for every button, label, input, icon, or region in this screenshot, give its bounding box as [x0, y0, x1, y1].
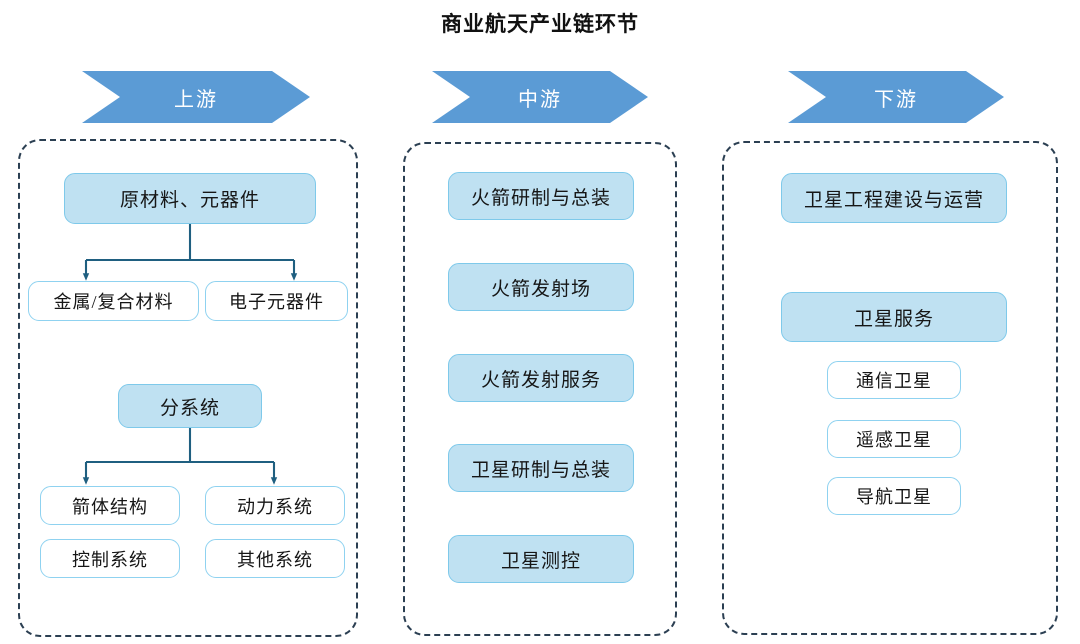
node-satellite-rd-assembly[interactable]: 卫星研制与总装 — [448, 444, 634, 492]
node-raw-materials[interactable]: 原材料、元器件 — [64, 173, 316, 224]
node-control-system-label: 控制系统 — [72, 549, 148, 570]
node-satellite-service[interactable]: 卫星服务 — [781, 292, 1007, 342]
stage-label-midstream: 中游 — [518, 88, 562, 111]
node-rocket-structure-label: 箭体结构 — [72, 496, 148, 517]
node-electronic-components[interactable]: 电子元器件 — [205, 281, 348, 321]
node-electronic-components-label: 电子元器件 — [229, 292, 324, 312]
node-rocket-rd-assembly-label: 火箭研制与总装 — [470, 187, 611, 209]
node-subsystem[interactable]: 分系统 — [118, 384, 262, 428]
node-navigation-satellite[interactable]: 导航卫星 — [827, 477, 961, 515]
node-metal-composite[interactable]: 金属/复合材料 — [28, 281, 199, 321]
node-launch-site-label: 火箭发射场 — [490, 278, 591, 300]
node-satellite-service-label: 卫星服务 — [853, 308, 934, 330]
node-rocket-rd-assembly[interactable]: 火箭研制与总装 — [448, 172, 634, 220]
node-remote-sensing-satellite[interactable]: 遥感卫星 — [827, 420, 961, 458]
group-box-upstream — [18, 139, 358, 637]
node-communication-satellite[interactable]: 通信卫星 — [827, 361, 961, 399]
stage-banner-midstream: 中游 — [432, 71, 648, 123]
node-satellite-tt-c[interactable]: 卫星测控 — [448, 535, 634, 583]
node-rocket-structure[interactable]: 箭体结构 — [40, 486, 180, 525]
node-launch-service[interactable]: 火箭发射服务 — [448, 354, 634, 402]
node-navigation-satellite-label: 导航卫星 — [856, 487, 932, 507]
node-subsystem-label: 分系统 — [159, 397, 220, 419]
node-satellite-rd-assembly-label: 卫星研制与总装 — [470, 459, 611, 481]
node-satellite-tt-c-label: 卫星测控 — [500, 550, 581, 572]
group-box-midstream — [403, 142, 677, 636]
node-remote-sensing-satellite-label: 遥感卫星 — [856, 430, 932, 450]
node-communication-satellite-label: 通信卫星 — [856, 371, 932, 391]
page-title: 商业航天产业链环节 — [441, 12, 639, 36]
node-satellite-engineering[interactable]: 卫星工程建设与运营 — [781, 173, 1007, 223]
stage-label-downstream: 下游 — [874, 88, 918, 111]
node-raw-materials-label: 原材料、元器件 — [119, 190, 260, 211]
node-satellite-engineering-label: 卫星工程建设与运营 — [803, 189, 984, 211]
node-propulsion-system-label: 动力系统 — [237, 496, 313, 517]
node-launch-service-label: 火箭发射服务 — [480, 369, 601, 391]
stage-label-upstream: 上游 — [174, 88, 218, 111]
node-other-system-label: 其他系统 — [237, 549, 313, 570]
node-launch-site[interactable]: 火箭发射场 — [448, 263, 634, 311]
node-propulsion-system[interactable]: 动力系统 — [205, 486, 345, 525]
node-metal-composite-label: 金属/复合材料 — [53, 292, 174, 312]
stage-banner-downstream: 下游 — [788, 71, 1004, 123]
stage-banner-upstream: 上游 — [82, 71, 310, 123]
group-box-downstream — [722, 141, 1058, 635]
node-control-system[interactable]: 控制系统 — [40, 539, 180, 578]
node-other-system[interactable]: 其他系统 — [205, 539, 345, 578]
